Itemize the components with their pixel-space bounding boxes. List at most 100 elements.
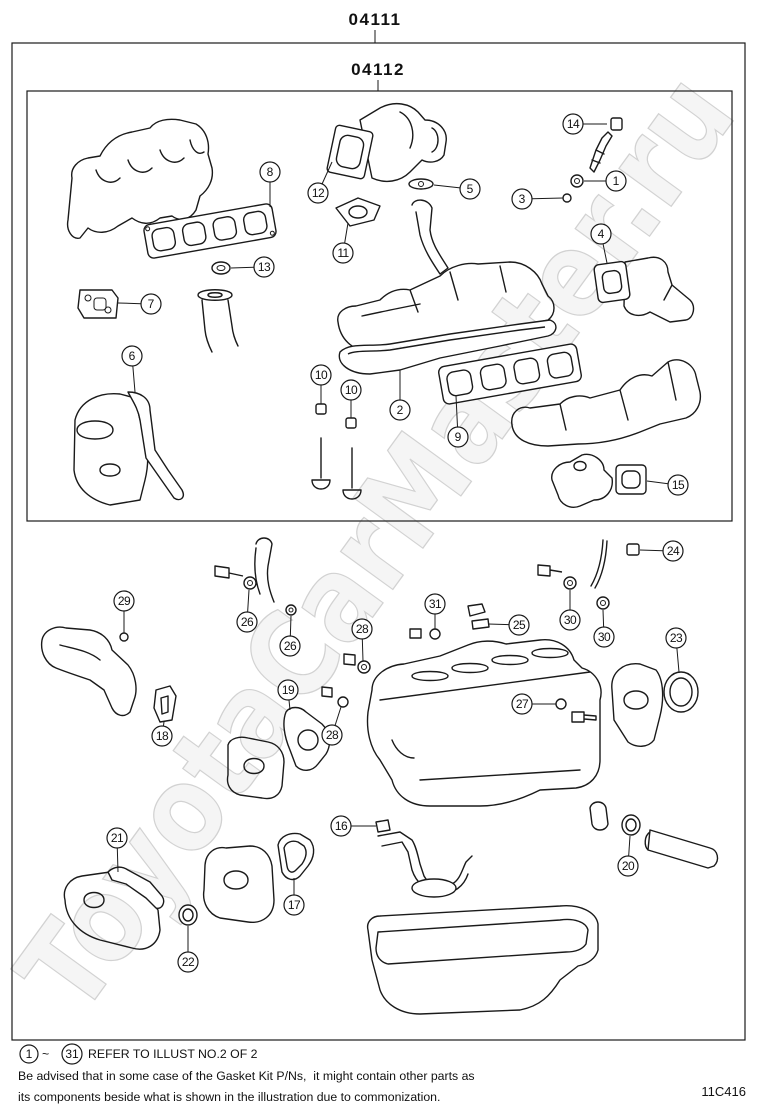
callout-22: 22 (177, 926, 199, 973)
callout-9: 9 (447, 395, 469, 448)
callout-18: 18 (151, 721, 173, 747)
water-outlet (623, 256, 695, 323)
callout-circle (332, 242, 354, 264)
callout-number: 15 (672, 478, 685, 492)
callout-circle (121, 345, 143, 367)
callout-circle (662, 540, 684, 562)
oil-outlet-gasket (335, 197, 381, 227)
callout-number: 4 (598, 227, 605, 241)
advisory-line-2: its components beside what is shown in t… (18, 1090, 440, 1104)
plug-25 (467, 603, 486, 617)
range-end-circle (61, 1043, 83, 1065)
callout-7: 7 (117, 293, 162, 315)
callout-number: 30 (598, 630, 611, 644)
leader-line (289, 615, 292, 637)
callout-30: 30 (559, 590, 581, 631)
callout-28: 28 (321, 706, 343, 746)
callout-circle (605, 170, 627, 192)
callout-circle (424, 593, 446, 615)
oil-pump-gasket (277, 832, 315, 881)
leader-line (602, 609, 605, 628)
callout-number: 3 (519, 192, 526, 206)
water-pump (226, 736, 285, 800)
valve (311, 437, 331, 490)
callout-circle (562, 113, 584, 135)
figure-code: 11C416 (701, 1084, 746, 1099)
subkit-inner-box (26, 90, 733, 522)
kit-outer-box (11, 42, 746, 1041)
callout-circle (140, 293, 162, 315)
callout-6: 6 (121, 345, 143, 393)
intake-manifold-outline (66, 118, 214, 239)
bolt (409, 628, 422, 639)
callout-26: 26 (279, 615, 301, 657)
ring-1 (570, 174, 584, 188)
callout-31: 31 (424, 593, 446, 629)
leader-line (230, 266, 255, 269)
callout-29: 29 (113, 590, 135, 633)
ring-28-lower (337, 696, 349, 708)
callout-number: 28 (356, 622, 369, 636)
range-start-circle (19, 1044, 39, 1064)
hose (254, 537, 275, 603)
callout-circle (389, 399, 411, 421)
leader-line (455, 395, 459, 428)
plug (589, 801, 609, 831)
watermark: ToyotaCarMaster.ru (0, 49, 760, 1036)
callout-3: 3 (511, 188, 564, 210)
leader-line (116, 847, 119, 873)
callout-16: 16 (330, 815, 376, 837)
bolt (321, 686, 333, 698)
oil-pump (202, 845, 275, 923)
callout-number: 16 (335, 819, 348, 833)
callout-circle (277, 679, 299, 701)
cylinder-head-cover (337, 261, 555, 351)
pipe-flange (197, 289, 239, 353)
leader-line (531, 197, 564, 200)
range-separator: ~ (42, 1047, 49, 1061)
bolt (537, 564, 563, 577)
strainer-disc (411, 878, 457, 898)
leader-line (602, 243, 608, 264)
callout-number: 20 (622, 859, 635, 873)
callout-circle (253, 256, 275, 278)
callout-number: 6 (129, 349, 136, 363)
callout-number: 12 (312, 186, 325, 200)
callout-circle (113, 590, 135, 612)
callout-number: 23 (670, 631, 683, 645)
range-start: 1 (26, 1047, 33, 1061)
callout-number: 7 (148, 297, 155, 311)
leader-line (639, 549, 664, 552)
callout-2: 2 (389, 370, 411, 421)
oil-pipe (411, 199, 449, 275)
turbo-gasket (326, 124, 374, 180)
plug-25-washer (471, 618, 490, 630)
callout-26: 26 (236, 589, 258, 633)
callout-number: 24 (667, 544, 680, 558)
exhaust-manifold-gasket (438, 343, 582, 405)
callout-circle (330, 815, 352, 837)
front-cover (40, 626, 137, 717)
callout-circle (236, 611, 258, 633)
valve-stem-seal (315, 403, 327, 415)
leader-line (288, 699, 291, 711)
valve (342, 447, 362, 500)
cap-14 (610, 117, 623, 131)
callout-20: 20 (617, 835, 639, 877)
ring-30-lower (596, 596, 610, 610)
callout-circle (617, 855, 639, 877)
bolt (343, 653, 356, 666)
callout-circle (279, 635, 301, 657)
leader-line (117, 302, 142, 305)
callout-number: 17 (288, 898, 301, 912)
cylinder-block-parts (40, 537, 719, 1015)
washer-13 (211, 261, 231, 275)
ring-31 (429, 628, 441, 640)
ring-28-upper (357, 660, 371, 674)
callout-circle (340, 379, 362, 401)
oil-pan (366, 905, 599, 1015)
callout-10: 10 (310, 364, 332, 404)
callout-30: 30 (593, 609, 615, 648)
callout-circle (559, 609, 581, 631)
callout-circle (321, 724, 343, 746)
